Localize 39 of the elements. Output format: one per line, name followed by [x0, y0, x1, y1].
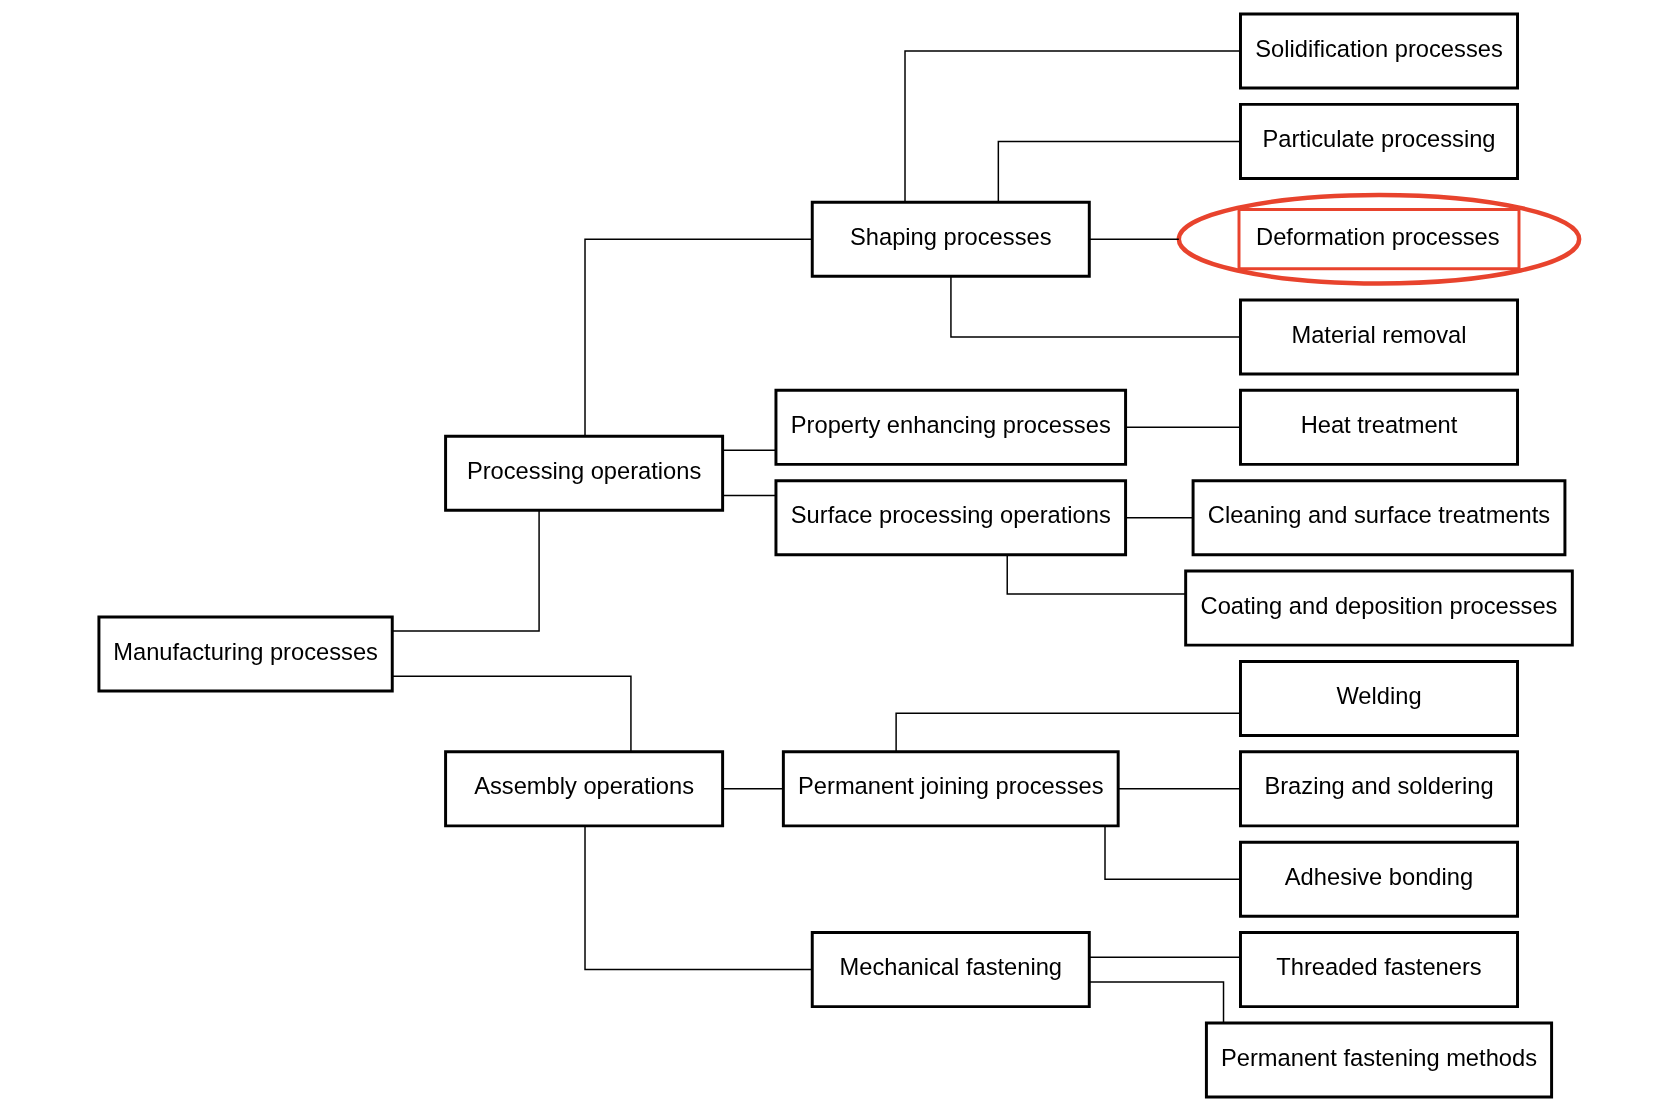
node-box: Material removal [1238, 298, 1519, 376]
node-box: Assembly operations [443, 750, 724, 828]
connector [391, 509, 540, 632]
connector [1088, 238, 1180, 240]
node-box: Processing operations [443, 434, 724, 512]
node-box: Permanent fastening methods [1204, 1021, 1553, 1099]
node-box: Solidification processes [1238, 12, 1519, 90]
node-box: Particulate processing [1238, 102, 1519, 180]
connector [997, 140, 1241, 203]
node-box: Adhesive bonding [1238, 840, 1519, 918]
node-box: Cleaning and surface treatments [1191, 479, 1566, 557]
node-box: Mechanical fastening [810, 931, 1091, 1009]
node-box: Threaded fasteners [1238, 931, 1519, 1009]
connector [721, 494, 776, 497]
node-box: Brazing and soldering [1238, 750, 1519, 828]
connector [1103, 825, 1241, 880]
connector [1088, 981, 1224, 1024]
connector [894, 712, 1241, 753]
connector [721, 788, 784, 790]
node-box: Coating and deposition processes [1183, 569, 1574, 647]
connector [583, 238, 813, 437]
node-box: Welding [1238, 659, 1519, 737]
node-box: Surface processing operations [774, 479, 1127, 557]
connector [1124, 517, 1193, 519]
node-box: Property enhancing processes [774, 388, 1127, 466]
connector [1124, 426, 1241, 429]
node-box: Shaping processes [810, 200, 1091, 278]
connector [1088, 956, 1241, 958]
connector [903, 50, 1241, 203]
connector [1117, 788, 1241, 790]
node-box: Permanent joining processes [781, 750, 1120, 828]
node-box: Heat treatment [1238, 388, 1519, 466]
connector [721, 449, 776, 452]
connector [391, 675, 632, 753]
connector [583, 825, 813, 971]
connector [1006, 554, 1186, 595]
node-ellipse: Deformation processes [1176, 192, 1581, 286]
connector [949, 276, 1241, 338]
node-box: Manufacturing processes [96, 615, 394, 693]
